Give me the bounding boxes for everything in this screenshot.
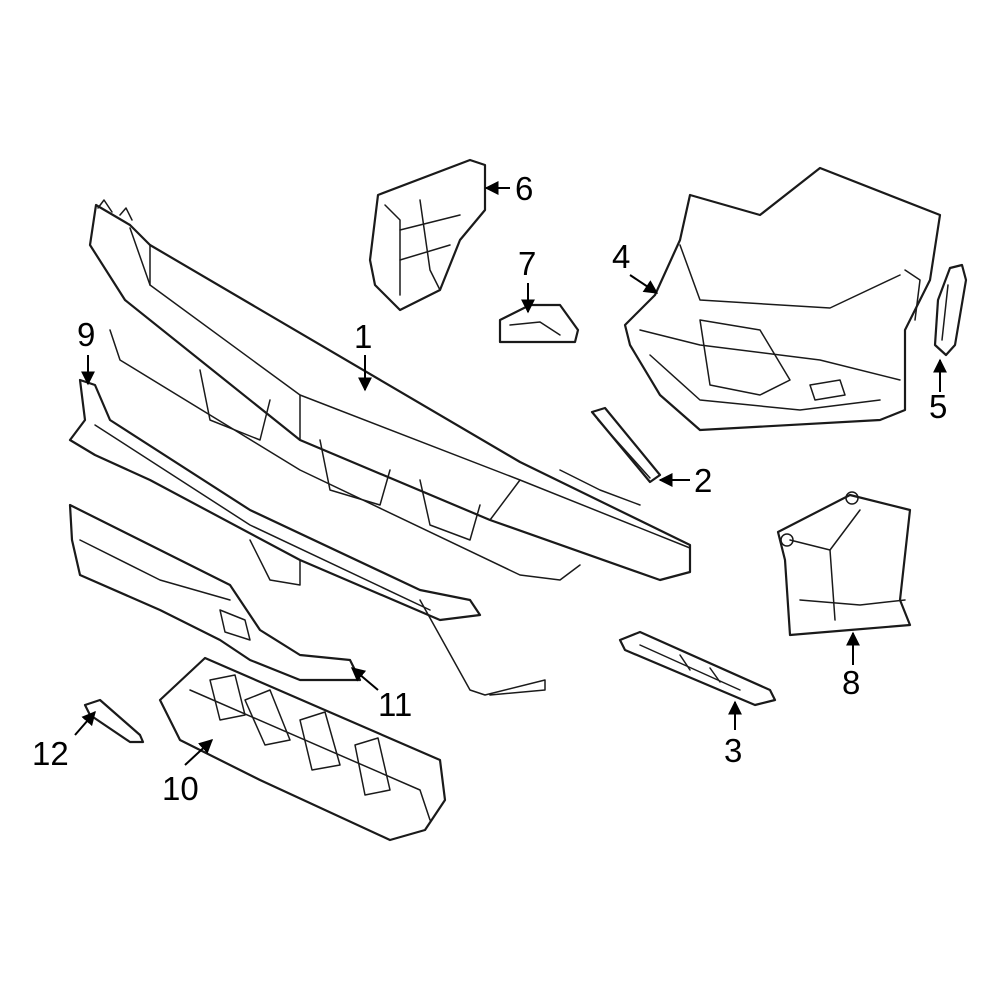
part-4-bumper-cover <box>623 166 942 432</box>
callout-3: 3 <box>724 732 742 769</box>
callout-8: 8 <box>842 664 860 701</box>
callout-1: 1 <box>354 318 372 355</box>
part-1-bumper-absorber <box>88 199 692 582</box>
callout-2: 2 <box>694 462 712 499</box>
callout-10: 10 <box>162 770 199 807</box>
part-9-guide-rail <box>68 378 546 696</box>
callout-labels: 1 2 3 4 5 6 7 8 9 10 11 12 <box>32 170 947 807</box>
part-12-small-bracket <box>83 698 145 744</box>
callout-6: 6 <box>515 170 533 207</box>
callout-12: 12 <box>32 735 69 772</box>
part-6-bracket <box>368 158 487 312</box>
callout-5: 5 <box>929 388 947 425</box>
part-3-lower-bracket <box>618 630 777 707</box>
callout-4: 4 <box>612 238 630 275</box>
part-8-shield <box>776 491 912 637</box>
part-11-lower-trim <box>68 503 362 682</box>
part-5-side-bracket <box>933 263 968 357</box>
callout-leaders <box>74 181 947 766</box>
part-7-clip <box>498 303 580 344</box>
callout-9: 9 <box>77 316 95 353</box>
part-2-strip <box>590 406 662 484</box>
callout-7: 7 <box>518 245 536 282</box>
callout-11: 11 <box>378 686 412 723</box>
